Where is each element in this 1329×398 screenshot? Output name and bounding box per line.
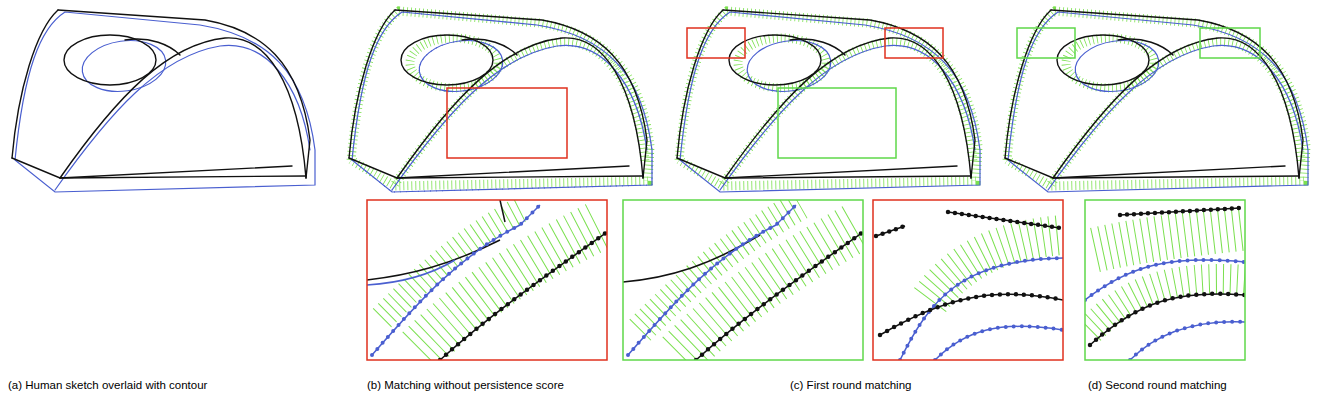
panel-caption: (d) Second round matching — [1088, 378, 1227, 392]
zoom-b — [367, 200, 607, 360]
zoom-d-detail — [1085, 208, 1245, 360]
sketch-b — [349, 10, 652, 192]
panel-caption: (c) First round matching — [790, 378, 911, 392]
panel-caption: (b) Matching without persistence score — [367, 378, 564, 392]
panel-caption: (a) Human sketch overlaid with contour — [8, 378, 207, 392]
highlight-boxes — [447, 28, 1260, 158]
sketch-d — [1005, 10, 1308, 192]
sketch-a — [12, 10, 315, 192]
zoom-c-detail — [876, 212, 1063, 360]
sketch-c — [677, 10, 980, 192]
zoom-c — [623, 205, 863, 360]
